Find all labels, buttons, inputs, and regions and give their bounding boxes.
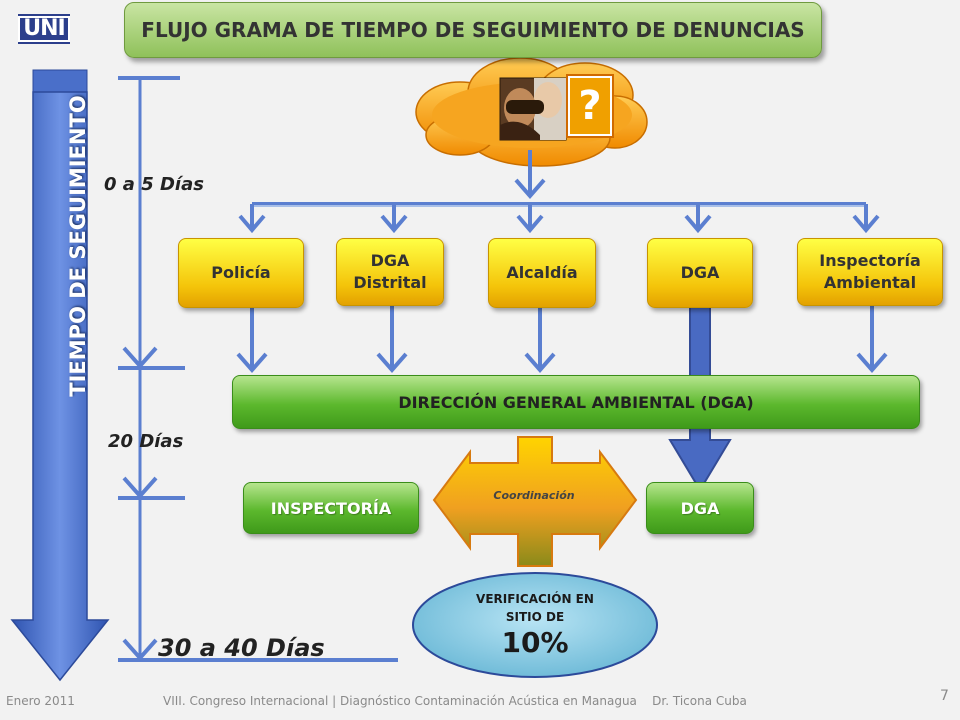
receiver-box-policia: Policía <box>178 238 304 308</box>
central-dga-box: DIRECCIÓN GENERAL AMBIENTAL (DGA) <box>232 375 920 429</box>
timeline-axis-label: TIEMPO DE SEGUIMIENTO <box>66 95 90 397</box>
receiver-box-alcaldia: Alcaldía <box>488 238 596 308</box>
coordination-cross <box>432 436 638 567</box>
receiver-box-inspectoria-ambiental: Inspectoría Ambiental <box>797 238 943 306</box>
footer-date: Enero 2011 <box>6 694 75 708</box>
question-mark-text: ? <box>578 83 602 129</box>
verification-text: VERIFICACIÓN EN SITIO DE 10% <box>412 575 658 675</box>
coordination-label: Coordinación <box>493 489 575 502</box>
verification-line-1: VERIFICACIÓN EN <box>476 592 594 606</box>
distribution-connectors <box>238 150 880 234</box>
timeline-scale <box>118 76 398 662</box>
verification-value: 10% <box>501 626 569 659</box>
person-with-covered-mouth-image <box>499 77 567 141</box>
page-number: 7 <box>940 688 949 704</box>
inspectoria-box: INSPECTORÍA <box>243 482 419 534</box>
stage-label-2: 20 Días <box>108 431 184 452</box>
verification-ellipse <box>412 572 658 678</box>
receiver-box-dga-distrital: DGA Distrital <box>336 238 444 306</box>
complaint-cloud <box>415 57 648 167</box>
stage-label-3: 30 a 40 Días <box>158 634 325 662</box>
logo-text: UNI <box>18 16 70 42</box>
timeline-arrow <box>10 69 110 682</box>
page-title: FLUJO GRAMA DE TIEMPO DE SEGUIMIENTO DE … <box>124 2 822 58</box>
stage-label-1: 0 a 5 Días <box>104 174 204 195</box>
footer-event: VIII. Congreso Internacional | Diagnósti… <box>163 694 747 708</box>
dga-lower-box: DGA <box>646 482 754 534</box>
receiver-to-dga-arrows <box>236 306 888 374</box>
verification-line-2: SITIO DE <box>505 610 565 624</box>
question-mark-icon: ? <box>568 76 612 136</box>
receiver-box-dga: DGA <box>647 238 753 308</box>
university-logo: UNI <box>18 14 70 44</box>
